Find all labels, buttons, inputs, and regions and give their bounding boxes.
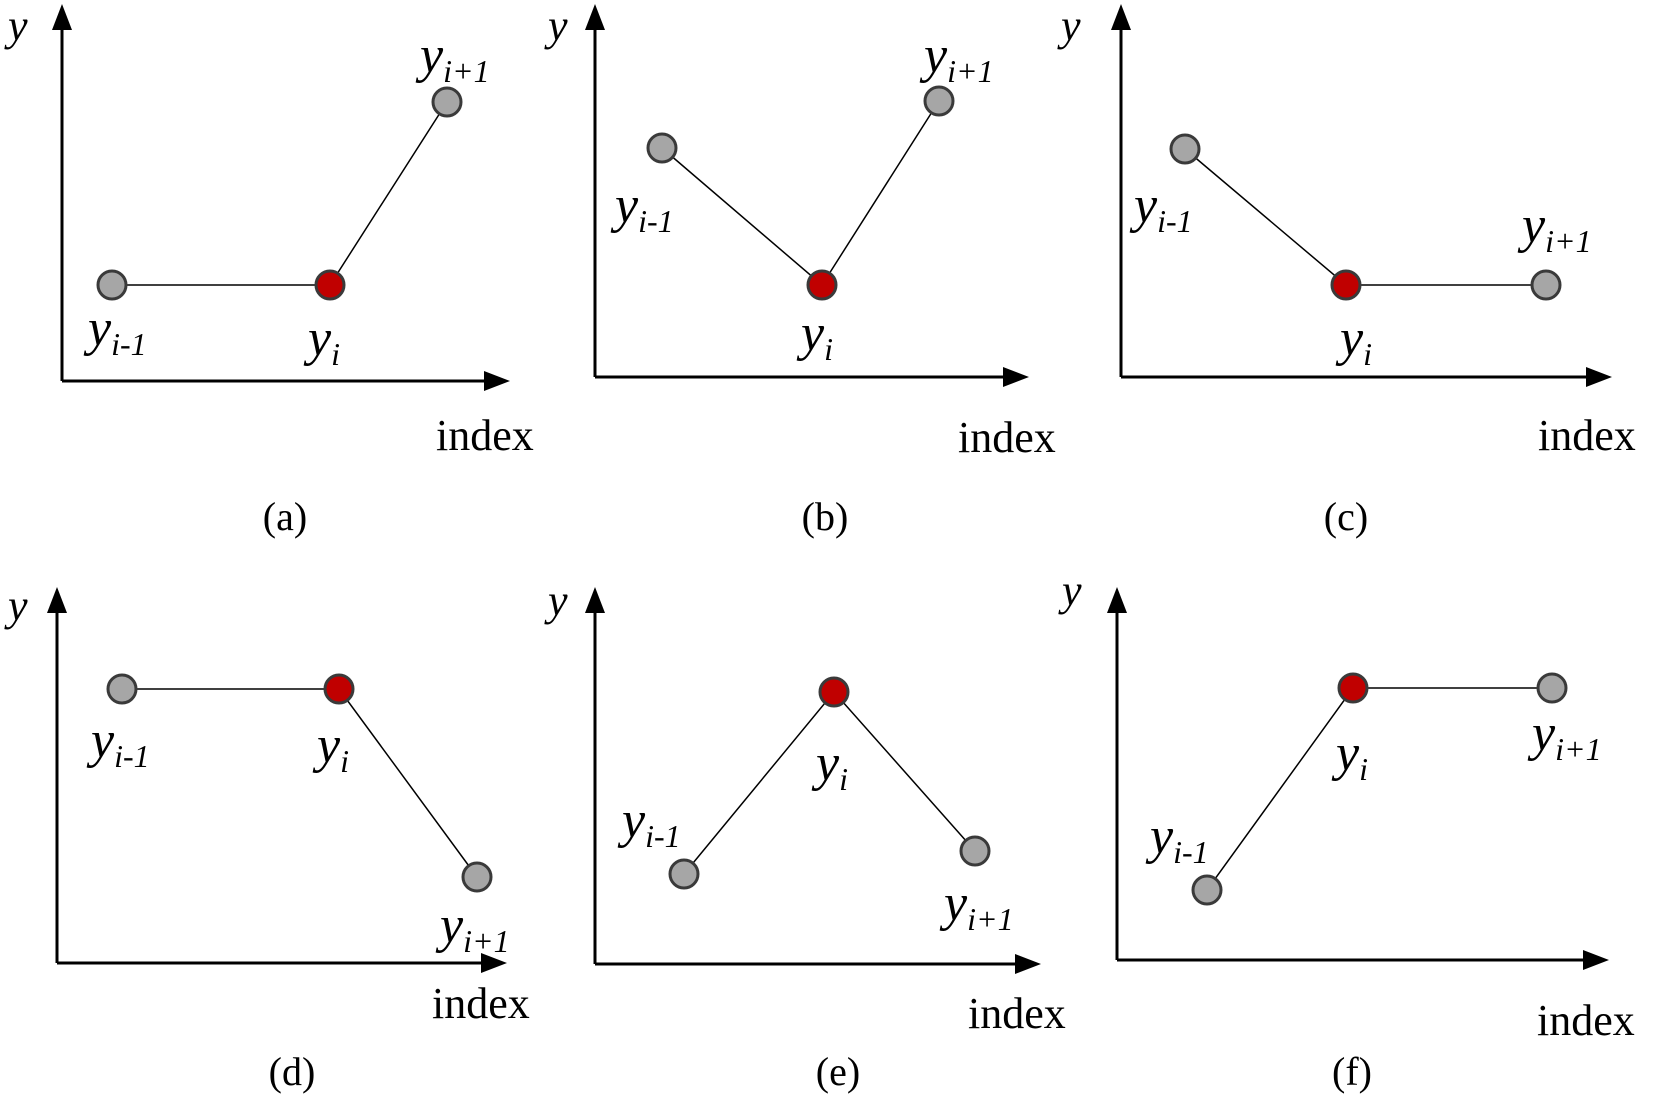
y-axis-label: y bbox=[1057, 1, 1081, 50]
point-prev bbox=[668, 858, 700, 890]
x-axis-arrowhead bbox=[1583, 950, 1609, 970]
y-axis-arrowhead bbox=[585, 4, 605, 30]
x-axis-arrowhead bbox=[1586, 367, 1612, 387]
point-label-center: yi bbox=[312, 717, 349, 779]
panel-b: y index yi-1 yi yi+1 (b) bbox=[544, 1, 1056, 539]
point-center bbox=[1330, 269, 1362, 301]
x-axis-label: index bbox=[1537, 996, 1635, 1045]
point-prev bbox=[96, 269, 128, 301]
point-label-next: yi+1 bbox=[919, 27, 994, 89]
point-label-prev: yi-1 bbox=[617, 792, 681, 854]
point-label-next: yi+1 bbox=[435, 897, 510, 959]
point-prev bbox=[1191, 874, 1223, 906]
connecting-line bbox=[112, 101, 448, 286]
x-axis-arrowhead bbox=[481, 953, 507, 973]
point-label-next: yi+1 bbox=[1527, 705, 1602, 767]
point-label-prev: yi-1 bbox=[1129, 177, 1193, 239]
y-axis-arrowhead bbox=[47, 587, 67, 613]
point-center bbox=[806, 269, 838, 301]
panel-d: y index yi-1 yi yi+1 (d) bbox=[4, 581, 530, 1094]
panel-caption: (a) bbox=[263, 494, 307, 539]
panel-caption: (c) bbox=[1324, 494, 1368, 539]
x-axis-arrowhead bbox=[1003, 367, 1029, 387]
panel-e: y index yi-1 yi yi+1 (e) bbox=[544, 576, 1066, 1094]
point-label-center: yi bbox=[811, 735, 848, 797]
point-center bbox=[1337, 672, 1369, 704]
panel-c: y index yi-1 yi yi+1 (c) bbox=[1057, 1, 1636, 539]
panel-a: y index yi-1 yi yi+1 (a) bbox=[4, 1, 534, 539]
point-label-prev: yi-1 bbox=[83, 300, 147, 362]
point-label-prev: yi-1 bbox=[610, 177, 674, 239]
connecting-line bbox=[1206, 687, 1552, 891]
point-next bbox=[431, 86, 463, 118]
point-label-center: yi bbox=[1331, 725, 1368, 787]
y-axis-label: y bbox=[544, 576, 568, 625]
point-next bbox=[1530, 269, 1562, 301]
y-axis-arrowhead bbox=[52, 4, 72, 30]
panel-caption: (f) bbox=[1332, 1049, 1372, 1094]
point-label-prev: yi-1 bbox=[86, 712, 150, 774]
x-axis-arrowhead bbox=[1015, 954, 1041, 974]
y-axis-arrowhead bbox=[585, 587, 605, 613]
y-axis-label: y bbox=[1058, 566, 1082, 615]
y-axis-arrowhead bbox=[1111, 4, 1131, 30]
point-prev bbox=[1169, 133, 1201, 165]
y-axis-label: y bbox=[544, 1, 568, 50]
y-axis-label: y bbox=[4, 1, 28, 50]
point-next bbox=[923, 85, 955, 117]
point-next bbox=[1536, 672, 1568, 704]
point-label-next: yi+1 bbox=[415, 27, 490, 89]
point-center bbox=[323, 673, 355, 705]
panel-f: y index yi-1 yi yi+1 (f) bbox=[1058, 566, 1635, 1094]
connecting-line bbox=[661, 100, 940, 287]
point-prev bbox=[646, 132, 678, 164]
point-next bbox=[959, 835, 991, 867]
x-axis-arrowhead bbox=[484, 371, 510, 391]
panel-caption: (e) bbox=[816, 1049, 860, 1094]
point-label-prev: yi-1 bbox=[1145, 808, 1209, 870]
connecting-line bbox=[122, 688, 478, 878]
point-center bbox=[818, 676, 850, 708]
point-prev bbox=[106, 673, 138, 705]
point-label-center: yi bbox=[303, 310, 340, 372]
point-label-next: yi+1 bbox=[1517, 197, 1592, 259]
y-axis-label: y bbox=[4, 581, 28, 630]
x-axis-label: index bbox=[432, 979, 530, 1028]
x-axis-label: index bbox=[436, 411, 534, 460]
x-axis-label: index bbox=[958, 413, 1056, 462]
connecting-line bbox=[1184, 148, 1546, 286]
x-axis-label: index bbox=[1538, 411, 1636, 460]
panel-caption: (d) bbox=[269, 1049, 316, 1094]
point-next bbox=[461, 861, 493, 893]
point-label-next: yi+1 bbox=[939, 875, 1014, 937]
point-label-center: yi bbox=[1335, 310, 1372, 372]
point-label-center: yi bbox=[796, 305, 833, 367]
panel-caption: (b) bbox=[802, 494, 849, 539]
y-axis-arrowhead bbox=[1107, 587, 1127, 613]
x-axis-label: index bbox=[968, 989, 1066, 1038]
point-center bbox=[314, 269, 346, 301]
